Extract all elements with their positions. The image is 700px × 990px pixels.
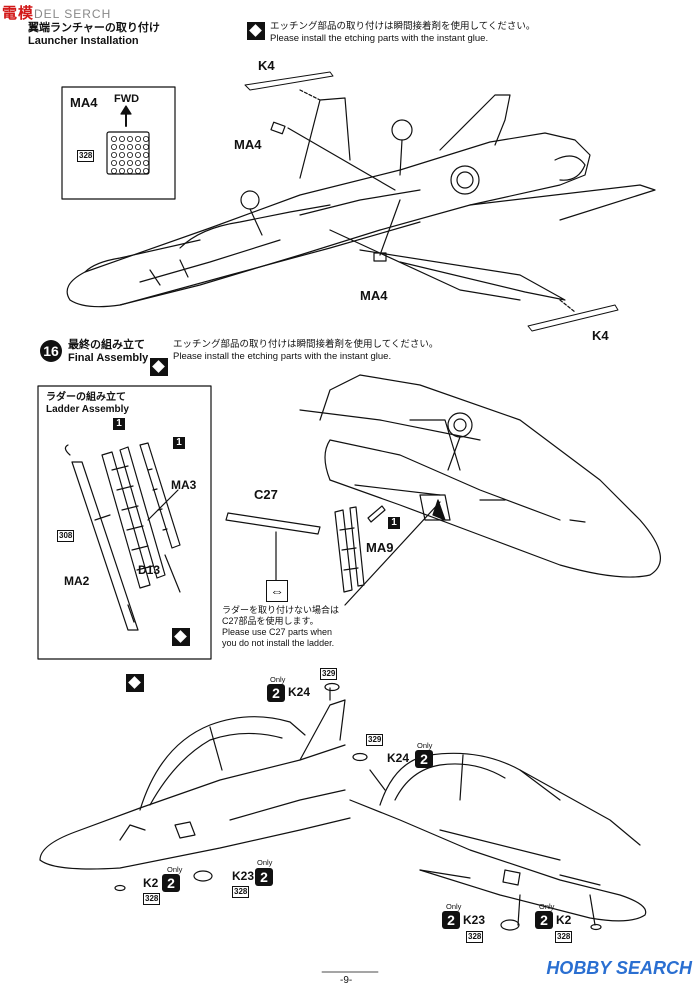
label-ma2: MA2: [64, 574, 90, 588]
label-k4-top: K4: [258, 58, 275, 73]
option-2-icon-k2-left: 2: [162, 874, 180, 892]
label-ma9: MA9: [366, 540, 394, 555]
option-2-icon-k24-left: 2: [267, 684, 285, 702]
label-k4-bottom: K4: [592, 328, 609, 343]
alternative-arrow-icon: ⇔: [266, 580, 288, 602]
etching-diamond-icon-ladder-2: [126, 674, 144, 692]
part-tag-308: 308: [57, 530, 75, 542]
only-label-k23-right: Only: [446, 902, 462, 911]
alt-note: ラダーを取り付けない場合は C27部品を使用します。 Please use C2…: [222, 605, 340, 648]
label-c27: C27: [254, 487, 278, 502]
part-tag-328: 328: [77, 150, 95, 162]
part-tag-328-k23-left: 328: [232, 886, 250, 898]
label-ma4-bottom: MA4: [360, 288, 388, 303]
label-k2-right: K2: [556, 913, 572, 927]
etching-diamond-icon-ladder: [172, 628, 190, 646]
label-k23-left: K23: [232, 869, 255, 883]
only-label-k24-left: Only: [270, 675, 286, 684]
ladder-assembly-title: ラダーの組み立て Ladder Assembly: [46, 392, 129, 415]
watermark-hobby-search: HOBBY SEARCH: [546, 958, 692, 978]
label-ma3: MA3: [171, 478, 197, 492]
part-tag-328-k23-right: 328: [466, 931, 484, 943]
step15-note: エッチング部品の取り付けは瞬間接着剤を使用してください。 Please inst…: [270, 21, 536, 44]
step16-note: エッチング部品の取り付けは瞬間接着剤を使用してください。 Please inst…: [173, 339, 439, 362]
label-k24-right: K24: [387, 751, 410, 765]
option-2-icon-k23-left: 2: [255, 868, 273, 886]
label-k23-right: K23: [463, 913, 486, 927]
only-label-k24-right: Only: [417, 741, 433, 750]
aircraft-top-drawing: [66, 71, 656, 332]
only-label-k2-left: Only: [167, 865, 183, 874]
part-tag-328-k2-left: 328: [143, 893, 161, 905]
etching-diamond-icon: [247, 22, 265, 40]
step16-title: 最終の組み立て Final Assembly: [68, 339, 149, 364]
watermark-logo: 電模DEL SERCH: [2, 5, 112, 22]
etching-diamond-icon-2: [150, 358, 168, 376]
ladder-assembly-box: [37, 385, 212, 660]
aircraft-bottom-right-drawing: [349, 752, 647, 926]
only-label-k23-left: Only: [257, 858, 273, 867]
inset-box-ma4: [61, 86, 176, 200]
ladder-part-1a: 1: [113, 418, 125, 430]
fwd-label: FWD: [114, 93, 140, 105]
part-tag-328-k2-right: 328: [555, 931, 573, 943]
ladder-part-1b: 1: [173, 437, 185, 449]
label-d13: D13: [138, 563, 161, 577]
step16-number: 16: [40, 340, 62, 362]
step15-title: 翼端ランチャーの取り付け Launcher Installation: [28, 22, 160, 47]
part-tag-329-right: 329: [366, 734, 384, 746]
option-2-icon-k24-right: 2: [415, 750, 433, 768]
part-tag-329-left: 329: [320, 668, 338, 680]
aircraft-middle-drawing: [299, 374, 661, 578]
only-label-k2-right: Only: [539, 902, 555, 911]
inset-label-ma4: MA4: [70, 95, 98, 110]
option-2-icon-k23-right: 2: [442, 911, 460, 929]
label-ma4-left: MA4: [234, 137, 262, 152]
aircraft-bottom-left-drawing: [39, 687, 351, 870]
part-1-icon: 1: [388, 517, 400, 529]
label-k2-left: K2: [143, 876, 159, 890]
label-k24-left: K24: [288, 685, 311, 699]
page-number: -9-: [340, 975, 353, 986]
option-2-icon-k2-right: 2: [535, 911, 553, 929]
